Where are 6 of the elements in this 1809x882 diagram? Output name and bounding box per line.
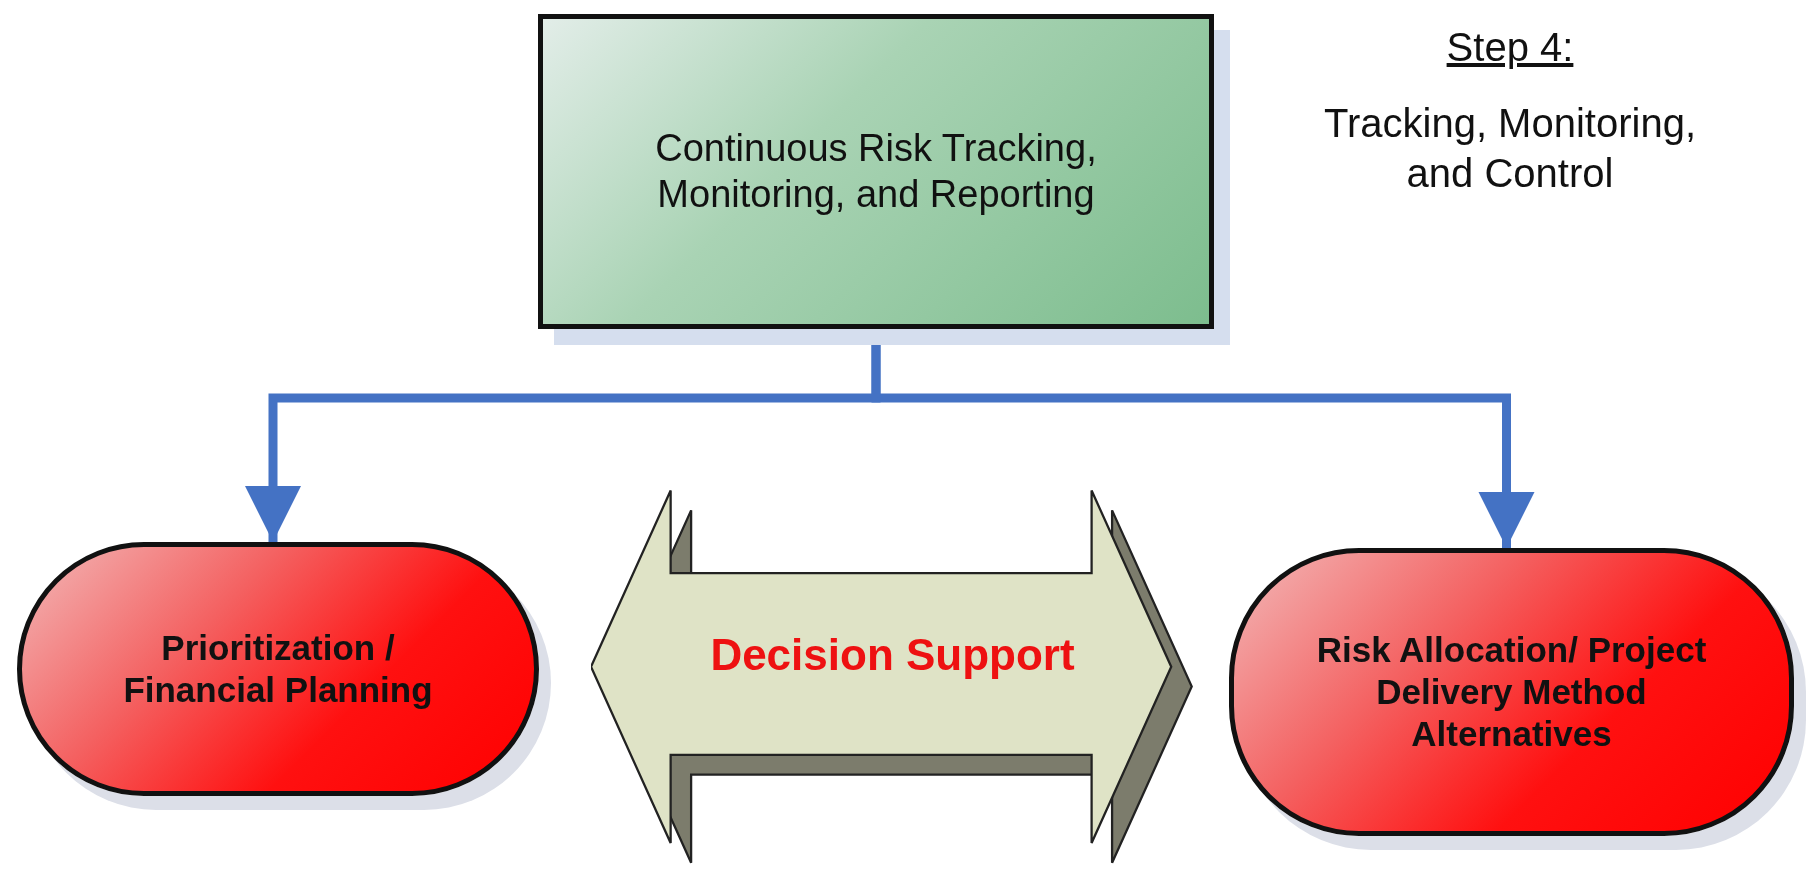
node-text: Risk Allocation/ Project Delivery Method Alternatives <box>1315 629 1708 755</box>
step-heading: Step 4: <box>1445 24 1575 71</box>
node-text: Decision Support <box>710 628 1075 681</box>
step-description: Tracking, Monitoring, and Control <box>1323 100 1697 197</box>
node-text: Continuous Risk Tracking, Monitoring, and Reporting <box>654 125 1098 217</box>
node-text: Prioritization / Financial Planning <box>122 627 434 711</box>
